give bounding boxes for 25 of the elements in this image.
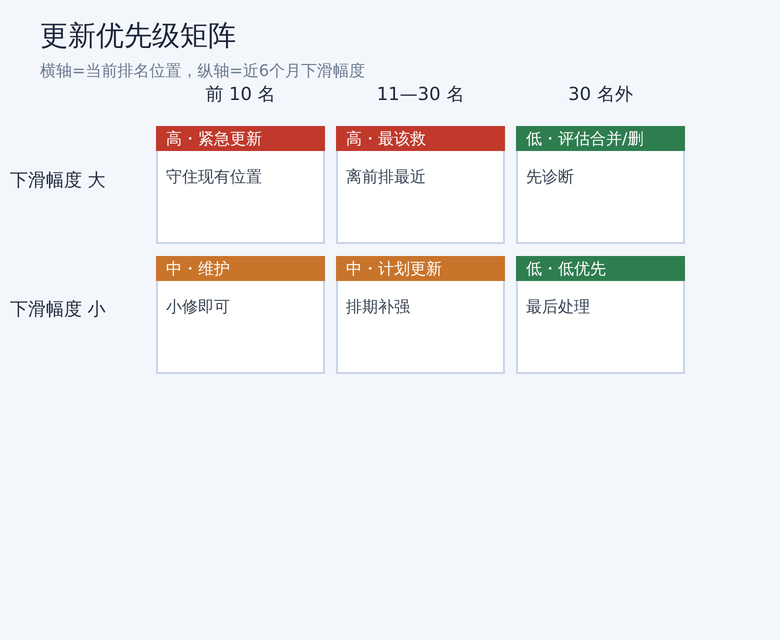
priority-card bbox=[516, 256, 685, 374]
priority-header: 低・低优先 bbox=[516, 256, 685, 281]
action-text: 守住现有位置 bbox=[166, 166, 262, 188]
priority-card bbox=[156, 126, 325, 244]
priority-card bbox=[156, 256, 325, 374]
column-header: 前 10 名 bbox=[205, 83, 276, 107]
column-header: 30 名外 bbox=[568, 83, 633, 107]
priority-card bbox=[336, 256, 505, 374]
row-header: 下滑幅度 大 bbox=[10, 169, 106, 193]
priority-card bbox=[516, 126, 685, 244]
action-text: 最后处理 bbox=[526, 296, 590, 318]
action-text: 先诊断 bbox=[526, 166, 574, 188]
subtitle: 横轴=当前排名位置，纵轴=近6个月下滑幅度 bbox=[40, 60, 365, 82]
priority-header: 高・最该救 bbox=[336, 126, 505, 151]
priority-header: 中・维护 bbox=[156, 256, 325, 281]
column-header: 11—30 名 bbox=[376, 83, 464, 107]
action-text: 排期补强 bbox=[346, 296, 410, 318]
row-header: 下滑幅度 小 bbox=[10, 298, 106, 322]
priority-header: 低・评估合并/删 bbox=[516, 126, 685, 151]
action-text: 小修即可 bbox=[166, 296, 230, 318]
action-text: 离前排最近 bbox=[346, 166, 426, 188]
title: 更新优先级矩阵 bbox=[40, 18, 236, 54]
priority-header: 中・计划更新 bbox=[336, 256, 505, 281]
priority-card bbox=[336, 126, 505, 244]
priority-header: 高・紧急更新 bbox=[156, 126, 325, 151]
